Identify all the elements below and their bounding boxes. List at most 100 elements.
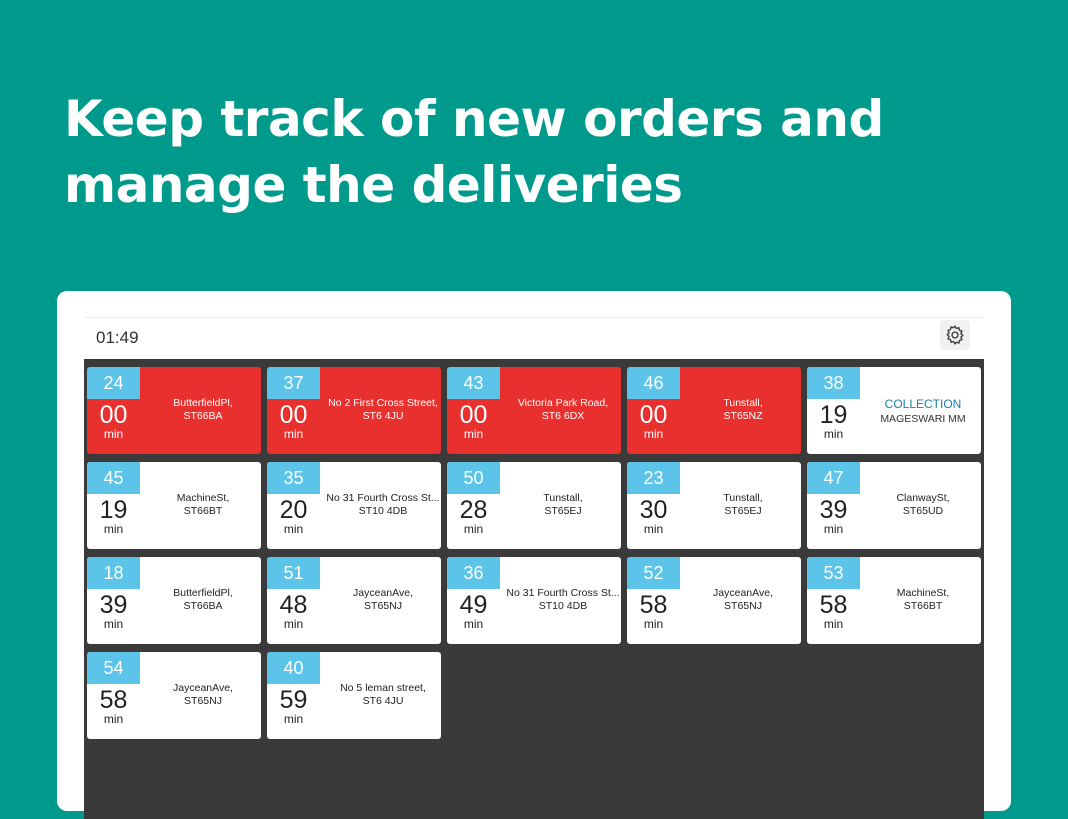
address-street: No 2 First Cross Street,	[328, 397, 438, 409]
order-number: 53	[807, 557, 860, 589]
address-postcode: ST10 4DB	[538, 600, 588, 612]
order-number: 43	[447, 367, 500, 399]
address-postcode: ST6 4JU	[362, 695, 404, 707]
minutes-remaining: 00	[459, 401, 488, 429]
customer-name: MAGESWARI MM	[880, 413, 966, 425]
address-street: No 5 leman street,	[340, 682, 426, 694]
address-street: ClanwaySt,	[896, 492, 950, 504]
order-number: 45	[87, 462, 140, 494]
address-street: ButterfieldPl,	[173, 397, 233, 409]
minutes-remaining: 19	[819, 401, 848, 429]
minutes-label: min	[643, 617, 664, 631]
headline: Keep track of new orders and manage the …	[64, 90, 884, 214]
address-postcode: ST65EJ	[544, 505, 582, 517]
minutes-remaining: 48	[279, 591, 308, 619]
address-postcode: ST66BT	[903, 600, 943, 612]
order-number: 50	[447, 462, 500, 494]
address-postcode: ST65NJ	[724, 600, 762, 612]
delivery-address: JayceanAve,ST65NJ	[685, 587, 801, 613]
address-street: JayceanAve,	[713, 587, 773, 599]
address-street: JayceanAve,	[173, 682, 233, 694]
minutes-remaining: 58	[99, 686, 128, 714]
minutes-remaining: 58	[639, 591, 668, 619]
delivery-address: ButterfieldPl,ST66BA	[145, 397, 261, 423]
delivery-address: Tunstall,ST65EJ	[505, 492, 621, 518]
address-postcode: ST66BT	[183, 505, 223, 517]
address-postcode: ST65NZ	[723, 410, 763, 422]
order-number: 18	[87, 557, 140, 589]
delivery-address: No 2 First Cross Street,ST6 4JU	[325, 397, 441, 423]
address-street: Victoria Park Road,	[517, 397, 609, 409]
top-bar: 01:49	[84, 317, 984, 360]
delivery-address: ClanwaySt,ST65UD	[865, 492, 981, 518]
address-street: Tunstall,	[543, 492, 583, 504]
address-street: No 31 Fourth Cross St...	[506, 587, 620, 599]
address-postcode: ST65NJ	[364, 600, 402, 612]
order-number: 40	[267, 652, 320, 684]
gear-icon	[946, 325, 964, 345]
minutes-label: min	[823, 522, 844, 536]
address-street: Tunstall,	[723, 492, 763, 504]
order-number: 24	[87, 367, 140, 399]
clock: 01:49	[96, 328, 139, 347]
order-number: 38	[807, 367, 860, 399]
order-number: 47	[807, 462, 860, 494]
order-number: 37	[267, 367, 320, 399]
settings-button[interactable]	[940, 320, 970, 350]
order-number: 54	[87, 652, 140, 684]
minutes-label: min	[283, 427, 304, 441]
minutes-label: min	[283, 617, 304, 631]
order-number: 51	[267, 557, 320, 589]
minutes-label: min	[103, 427, 124, 441]
minutes-label: min	[463, 617, 484, 631]
delivery-address: MachineSt,ST66BT	[865, 587, 981, 613]
minutes-label: min	[103, 712, 124, 726]
delivery-address: Victoria Park Road,ST6 6DX	[505, 397, 621, 423]
minutes-remaining: 00	[99, 401, 128, 429]
minutes-label: min	[643, 522, 664, 536]
minutes-remaining: 39	[99, 591, 128, 619]
delivery-address: No 31 Fourth Cross St...ST10 4DB	[325, 492, 441, 518]
delivery-address: ButterfieldPl,ST66BA	[145, 587, 261, 613]
address-postcode: ST65NJ	[184, 695, 222, 707]
address-postcode: ST6 6DX	[541, 410, 585, 422]
minutes-label: min	[103, 522, 124, 536]
delivery-address: MachineSt,ST66BT	[145, 492, 261, 518]
minutes-remaining: 00	[279, 401, 308, 429]
delivery-address: No 31 Fourth Cross St...ST10 4DB	[505, 587, 621, 613]
order-number: 35	[267, 462, 320, 494]
minutes-label: min	[463, 427, 484, 441]
minutes-remaining: 30	[639, 496, 668, 524]
minutes-label: min	[283, 522, 304, 536]
minutes-remaining: 28	[459, 496, 488, 524]
minutes-label: min	[283, 712, 304, 726]
minutes-label: min	[103, 617, 124, 631]
order-number: 36	[447, 557, 500, 589]
delivery-address: Tunstall,ST65EJ	[685, 492, 801, 518]
address-postcode: ST6 4JU	[362, 410, 404, 422]
minutes-remaining: 00	[639, 401, 668, 429]
delivery-address: Tunstall,ST65NZ	[685, 397, 801, 423]
address-street: JayceanAve,	[353, 587, 413, 599]
delivery-address: No 5 leman street,ST6 4JU	[325, 682, 441, 708]
address-street: No 31 Fourth Cross St...	[326, 492, 440, 504]
